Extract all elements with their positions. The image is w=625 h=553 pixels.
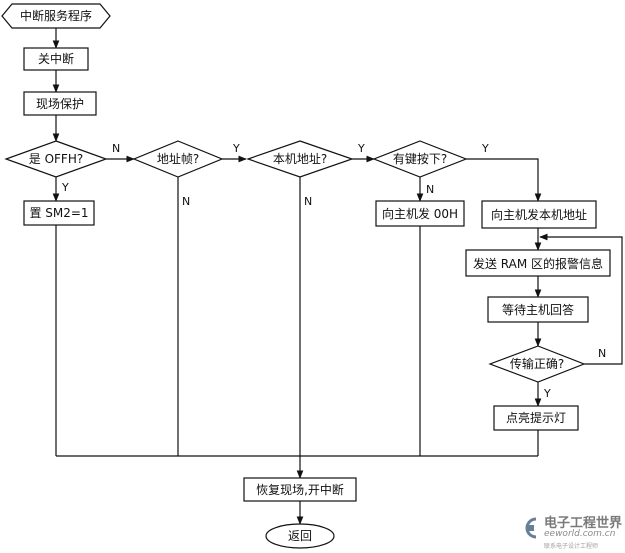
node-light-lamp-label: 点亮提示灯	[506, 410, 566, 425]
decision-transfer-ok-label: 传输正确?	[510, 356, 564, 371]
node-send-ram-alarm: 发送 RAM 区的报警信息	[465, 249, 611, 277]
node-set-sm2-label: 置 SM2=1	[29, 206, 88, 220]
node-send-own-addr: 向主机发本机地址	[481, 200, 597, 229]
node-send-00h: 向主机发 00H	[375, 200, 465, 227]
node-set-sm2: 置 SM2=1	[23, 200, 95, 226]
node-return: 返回	[265, 523, 335, 549]
decision-key-pressed-label: 有键按下?	[393, 152, 447, 166]
watermark-tagline: 联系电子设计工程师	[544, 543, 599, 550]
label-addr-frame-no: N	[182, 195, 190, 208]
label-offh-yes: Y	[61, 181, 69, 194]
decision-own-addr: 本机地址?	[246, 140, 354, 178]
node-start: 中断服务程序	[1, 3, 111, 29]
decision-transfer-ok: 传输正确?	[488, 345, 586, 383]
decision-addr-frame-label: 地址帧?	[157, 152, 199, 166]
decision-own-addr-label: 本机地址?	[273, 152, 327, 166]
node-save-context: 现场保护	[23, 91, 97, 116]
edge-transfer-no	[539, 233, 623, 365]
decision-addr-frame: 地址帧?	[132, 140, 224, 178]
decision-is-offh: 是 OFFH?	[4, 140, 108, 178]
node-send-00h-label: 向主机发 00H	[382, 206, 458, 221]
node-restore: 恢复现场,开中断	[243, 477, 357, 502]
label-transfer-yes: Y	[543, 387, 551, 400]
node-light-lamp: 点亮提示灯	[493, 405, 579, 431]
node-wait-reply-label: 等待主机回答	[502, 302, 574, 317]
node-return-label: 返回	[288, 529, 312, 543]
node-disable-int: 关中断	[23, 47, 89, 71]
node-disable-int-label: 关中断	[38, 51, 74, 66]
node-send-ram-alarm-label: 发送 RAM 区的报警信息	[473, 256, 603, 271]
eeworld-logo-icon	[525, 517, 537, 539]
label-own-addr-yes: Y	[357, 142, 365, 155]
node-restore-label: 恢复现场,开中断	[256, 482, 344, 497]
label-own-addr-no: N	[304, 195, 312, 208]
label-transfer-no: N	[598, 347, 606, 360]
node-wait-reply: 等待主机回答	[487, 296, 589, 323]
label-key-yes: Y	[481, 142, 489, 155]
label-addr-frame-yes: Y	[232, 142, 240, 155]
watermark-title: 电子工程世界	[544, 516, 623, 531]
node-start-label: 中断服务程序	[20, 8, 92, 23]
edge-key-yes	[466, 158, 542, 202]
edge-labels: N Y Y N Y N Y N Y N	[61, 142, 606, 400]
node-send-own-addr-label: 向主机发本机地址	[491, 207, 587, 222]
label-key-no: N	[426, 183, 434, 196]
site-watermark: 电子工程世界 eeworld.com.cn 联系电子设计工程师	[518, 512, 622, 550]
decision-key-pressed: 有键按下?	[372, 140, 468, 178]
node-save-context-label: 现场保护	[36, 97, 84, 111]
label-offh-no: N	[112, 142, 120, 155]
decision-is-offh-label: 是 OFFH?	[29, 152, 83, 166]
connectors	[52, 28, 623, 525]
watermark-url: eeworld.com.cn	[544, 529, 616, 539]
